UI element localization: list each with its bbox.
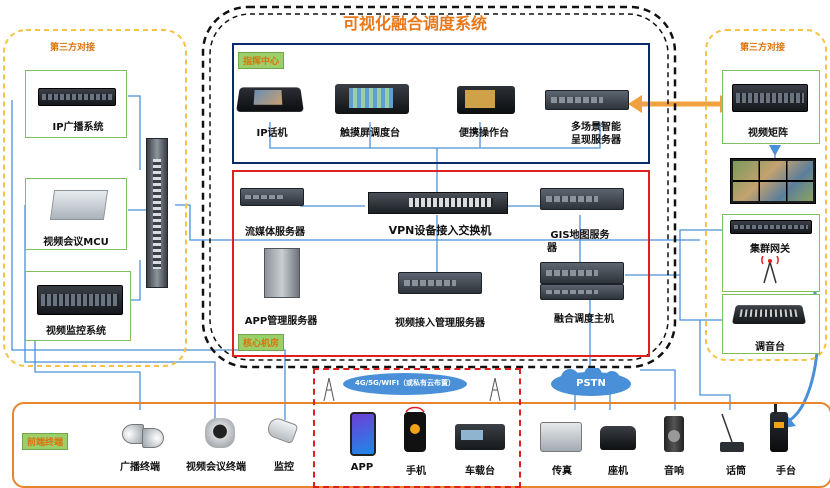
phone-signal-icon: [405, 406, 425, 413]
video-conference-terminal-label: 视频会议终端: [186, 462, 246, 473]
conference-camera-icon: [205, 418, 235, 448]
app-label: APP: [350, 462, 374, 473]
command-center-tag: 指挥中心: [238, 52, 285, 69]
fusion-dispatch-host-icon-2: [540, 284, 624, 300]
ip-phone-icon: [236, 87, 304, 112]
app-server-label: APP管理服务器: [244, 316, 318, 327]
video-wall-icon: [730, 158, 816, 204]
app-server-tower-icon: [264, 248, 300, 298]
fax-machine-icon: [540, 422, 582, 452]
video-mcu-label: 视频会议MCU: [43, 237, 109, 248]
app-phone-icon: [350, 412, 376, 456]
radio-tower-icon: [761, 256, 779, 284]
right-third-party-frame: [705, 29, 827, 361]
video-mcu-device: [49, 190, 109, 220]
multi-scene-label-line2: 呈现服务器: [571, 135, 621, 146]
core-room-tag: 核心机房: [238, 334, 285, 351]
streaming-server-label: 流媒体服务器: [245, 227, 305, 238]
touch-dispatch-console-label: 触摸屏调度台: [340, 128, 400, 139]
right-panel-title: 第三方对接: [740, 43, 786, 53]
mobile-box: [313, 368, 521, 488]
broadcast-terminal-label: 广播终端: [120, 462, 160, 473]
touch-dispatch-console-icon: [335, 84, 409, 114]
central-frame: [201, 5, 677, 369]
broadcast-horn-icon: [120, 418, 166, 450]
video-access-server-label: 视频接入管理服务器: [395, 318, 485, 329]
speaker-label: 音响: [664, 466, 684, 477]
gis-server-icon: [540, 188, 624, 210]
ip-broadcast-label: IP广播系统: [52, 122, 104, 133]
desk-phone-icon: [600, 426, 636, 450]
video-access-server-icon: [398, 272, 482, 294]
gis-server-label-line1: GIS地图服务: [550, 230, 610, 241]
command-center-box: [232, 43, 650, 164]
mobile-label: 手机: [406, 466, 426, 477]
cell-tower-right-icon: [489, 377, 501, 402]
gis-server-label-line2: 器: [547, 243, 557, 254]
left-panel-title: 第三方对接: [50, 43, 96, 53]
trunk-gateway-label: 集群网关: [750, 244, 790, 255]
fax-label: 传真: [552, 466, 572, 477]
left-third-party-frame: [3, 29, 187, 367]
terminals-tag: 前端终端: [22, 433, 69, 450]
video-matrix-label: 视频矩阵: [748, 128, 788, 139]
cell-tower-left-icon: [323, 377, 335, 402]
fusion-dispatch-host-icon: [540, 262, 624, 284]
ip-broadcast-device: [38, 88, 116, 106]
video-surveillance-device: [37, 285, 123, 315]
streaming-server-icon: [240, 188, 304, 206]
handheld-radio-label: 手台: [776, 466, 796, 477]
video-matrix-device: [732, 84, 808, 112]
vehicle-radio-label: 车载台: [465, 466, 495, 477]
mixer-node: [722, 294, 820, 354]
fusion-dispatch-host-label: 融合调度主机: [554, 314, 614, 325]
core-switch-vertical: [146, 138, 168, 288]
vpn-switch-icon: [368, 192, 508, 214]
vehicle-radio-icon: [455, 424, 505, 450]
multi-scene-server-icon: [545, 90, 629, 110]
pstn-label: PSTN: [576, 378, 606, 389]
mobile-phone-icon: [404, 412, 426, 452]
video-surveillance-label: 视频监控系统: [46, 326, 106, 337]
microphone-label: 话筒: [726, 466, 746, 477]
multi-scene-label-line1: 多场景智能: [571, 122, 621, 133]
speaker-icon: [664, 416, 684, 452]
ip-phone-label: IP话机: [256, 128, 288, 139]
handheld-radio-icon: [770, 404, 788, 452]
surveillance-label: 监控: [274, 462, 294, 473]
wireless-cloud: [343, 373, 467, 395]
mixer-label: 调音台: [755, 342, 785, 353]
desk-phone-label: 座机: [608, 466, 628, 477]
mixer-device: [731, 305, 807, 324]
pstn-cloud: [551, 368, 631, 396]
portable-console-icon: [457, 86, 515, 114]
core-room-box: [232, 170, 650, 357]
diagram-title: 可视化融合调度系统: [342, 14, 488, 33]
vpn-switch-label: VPN设备接入交换机: [388, 224, 492, 237]
microphone-icon: [720, 413, 744, 452]
wireless-network-label: 4G/5G/WIFI（或私有云布置）: [354, 379, 456, 387]
trunk-gateway-device: [730, 220, 812, 234]
portable-console-label: 便携操作台: [459, 128, 509, 139]
